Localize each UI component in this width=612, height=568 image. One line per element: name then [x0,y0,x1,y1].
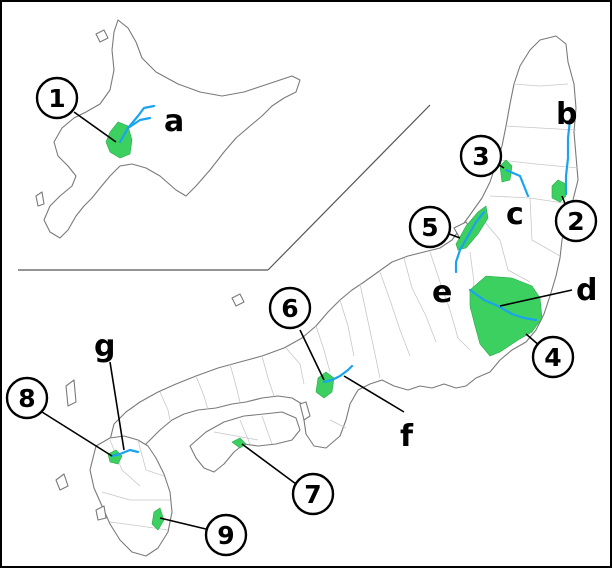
leader-plain-1 [73,111,117,143]
plain-label-3: 3 [459,134,503,178]
plain-label-8: 8 [5,376,49,420]
plain-label-4: 4 [531,335,575,379]
river-label-b: b [556,97,577,132]
plain-9-area [151,507,165,531]
plain-6-area [315,371,335,399]
rishiri-island [95,29,109,43]
river-e-line [454,210,486,274]
river-label-g: g [94,329,115,364]
leader-plain-7 [241,443,297,485]
river-f-line [322,364,354,384]
plain-label-5: 5 [408,205,452,249]
svg-text:3: 3 [472,142,489,171]
river-a-branch [126,116,152,130]
awaji-island [299,401,311,421]
plain-label-9: 9 [204,513,248,557]
plain-7-area [231,437,247,449]
plain-label-1: 1 [35,76,79,120]
plain-label-7: 7 [291,472,335,516]
svg-text:4: 4 [544,343,561,372]
svg-text:1: 1 [48,84,65,113]
leader-river-d [499,289,573,307]
oki-islands [231,293,245,307]
river-b-line [564,118,572,196]
leader-river-g [109,361,125,451]
tsushima-island [65,379,77,407]
prefecture-borders [101,83,579,531]
river-label-d: d [576,273,597,308]
river-label-c: c [506,197,524,232]
river-label-f: f [400,419,414,454]
plain-4-area [469,275,543,357]
shikoku-island [189,411,301,473]
river-label-e: e [432,275,452,310]
plain-label-2: 2 [554,199,598,243]
kyushu-island [89,435,173,557]
goto-islands [55,473,69,491]
leader-plain-8 [41,411,113,457]
river-a-line [118,104,156,144]
leader-river-f [343,375,405,413]
river-d-line [468,288,538,322]
svg-text:7: 7 [304,480,321,509]
river-label-a: a [164,104,184,139]
svg-text:8: 8 [18,384,35,413]
river-g-line [110,448,140,458]
svg-text:2: 2 [567,207,584,236]
svg-text:9: 9 [217,521,234,550]
leader-plain-6 [299,329,325,381]
svg-text:6: 6 [281,294,298,323]
plain-label-6: 6 [268,286,312,330]
honshu-island [109,35,579,457]
leader-plain-9 [159,517,211,531]
okushiri-island [35,191,45,207]
amakusa-islands [95,505,107,521]
river-c-line [504,168,530,198]
svg-text:5: 5 [421,213,438,242]
hokkaido-island [43,19,301,239]
inset-divider-diagonal [267,104,431,271]
